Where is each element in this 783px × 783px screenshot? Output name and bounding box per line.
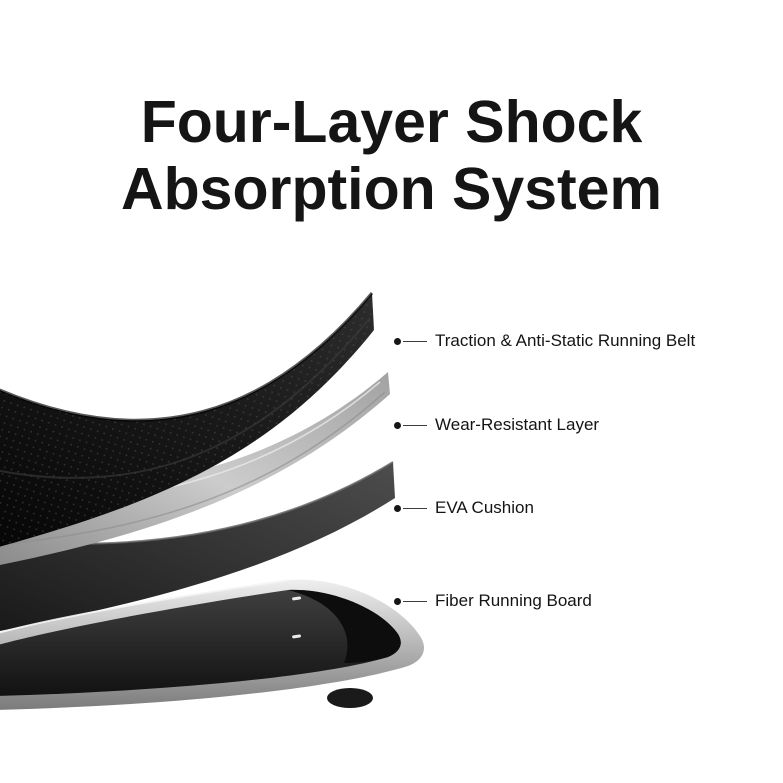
deck-highlight-mark	[292, 634, 302, 639]
deck-highlight-mark	[292, 596, 302, 601]
callout-running-belt: Traction & Anti-Static Running Belt	[394, 329, 695, 353]
callout-fiber-running-board: Fiber Running Board	[394, 589, 592, 613]
callout-leader-line	[403, 600, 427, 602]
callout-eva-cushion: EVA Cushion	[394, 496, 534, 520]
title-line-1: Four-Layer Shock	[140, 89, 643, 155]
callout-leader-line	[403, 424, 427, 426]
callout-leader-line	[403, 340, 427, 342]
fiber-running-board	[0, 579, 424, 710]
deck-surface	[0, 589, 401, 696]
running-belt-layer	[0, 292, 374, 547]
callout-label: EVA Cushion	[435, 498, 534, 517]
callout-wear-resistant-layer: Wear-Resistant Layer	[394, 413, 599, 437]
callout-label: Traction & Anti-Static Running Belt	[435, 331, 696, 350]
callout-dot	[394, 421, 401, 429]
title-line-2: Absorption System	[121, 156, 662, 222]
deck-foot	[327, 688, 373, 708]
callout-dot	[394, 597, 401, 605]
deck-back-highlight	[0, 579, 291, 634]
page-title: Four-Layer Shock Absorption System	[0, 89, 783, 223]
deck-belt-roll	[288, 589, 401, 663]
callout-label: Wear-Resistant Layer	[435, 415, 600, 434]
callout-dot	[394, 337, 401, 345]
callout-leader-line	[403, 507, 427, 509]
callout-label: Fiber Running Board	[435, 591, 592, 610]
callout-dot	[394, 504, 401, 512]
